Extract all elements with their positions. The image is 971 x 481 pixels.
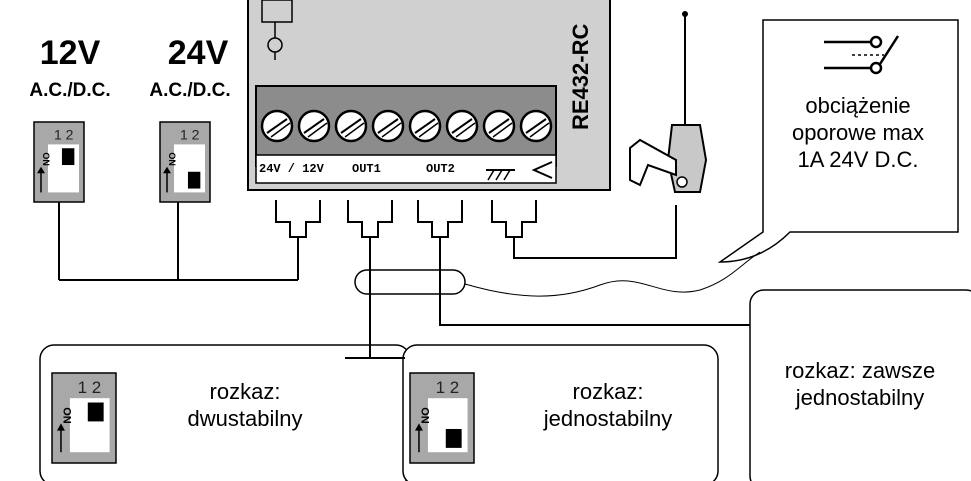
terminal-screw <box>519 109 553 143</box>
mode-box-always-monostable <box>749 289 971 481</box>
svg-text:ON: ON <box>167 152 177 166</box>
terminal-out1-label: OUT1 <box>352 162 381 176</box>
load-line-2: oporowe max <box>791 120 925 145</box>
load-callout-box <box>717 19 959 263</box>
svg-text:1 2: 1 2 <box>436 378 460 397</box>
load-line-1: obciążenie <box>805 93 911 118</box>
terminal-screw <box>297 109 331 143</box>
terminal-screw <box>371 109 405 143</box>
load-line-3: 1A 24V D.C. <box>797 147 919 172</box>
svg-text:ON: ON <box>61 407 73 424</box>
wire-connector <box>417 200 463 238</box>
mode-bistable-text: rozkaz: dwustabilny <box>150 378 340 432</box>
mode-always-line-1: rozkaz: zawsze <box>784 358 936 383</box>
acdc-24v-label: A.C./D.C. <box>149 80 231 101</box>
mode-always-line-2: jednostabilny <box>795 385 925 410</box>
relay-contact-icon <box>824 35 900 75</box>
wire-connector <box>491 200 537 238</box>
mode-monostable-line-1: rozkaz: <box>572 379 644 404</box>
terminal-screw <box>408 109 442 143</box>
terminal-screw <box>334 109 368 143</box>
mode-monostable-line-2: jednostabilny <box>543 406 673 431</box>
device-model-label: RE432-RC <box>568 24 593 130</box>
dip-switch: 1 2ON <box>159 121 211 203</box>
mode-bistable-line-2: dwustabilny <box>187 406 303 431</box>
mode-monostable-text: rozkaz: jednostabilny <box>508 378 708 432</box>
dip-switch: 1 2 ON <box>409 372 475 464</box>
mode-always-text: rozkaz: zawsze jednostabilny <box>755 357 965 411</box>
wire-connector <box>347 200 393 238</box>
terminal-power-label: 24V / 12V <box>259 162 324 176</box>
terminal-screw <box>445 109 479 143</box>
dip-switch: 1 2 ON <box>51 372 117 464</box>
terminal-screw <box>260 109 294 143</box>
svg-text:ON: ON <box>419 407 431 424</box>
terminal-screw <box>482 109 516 143</box>
acdc-12v-label: A.C./D.C. <box>29 80 111 101</box>
voltage-24v-label: 24V <box>167 34 229 72</box>
svg-text:ON: ON <box>41 152 51 166</box>
mode-bistable-line-1: rozkaz: <box>209 379 281 404</box>
voltage-12v-label: 12V <box>39 34 101 72</box>
mode-box-monostable <box>402 344 719 481</box>
svg-text:1 2: 1 2 <box>180 127 200 143</box>
dip-switch: 1 2ON <box>33 121 85 203</box>
svg-text:1 2: 1 2 <box>78 378 102 397</box>
svg-text:1 2: 1 2 <box>54 127 74 143</box>
load-description: obciążenie oporowe max 1A 24V D.C. <box>770 92 946 173</box>
wire-connector <box>275 200 321 238</box>
terminal-out2-label: OUT2 <box>426 162 455 176</box>
